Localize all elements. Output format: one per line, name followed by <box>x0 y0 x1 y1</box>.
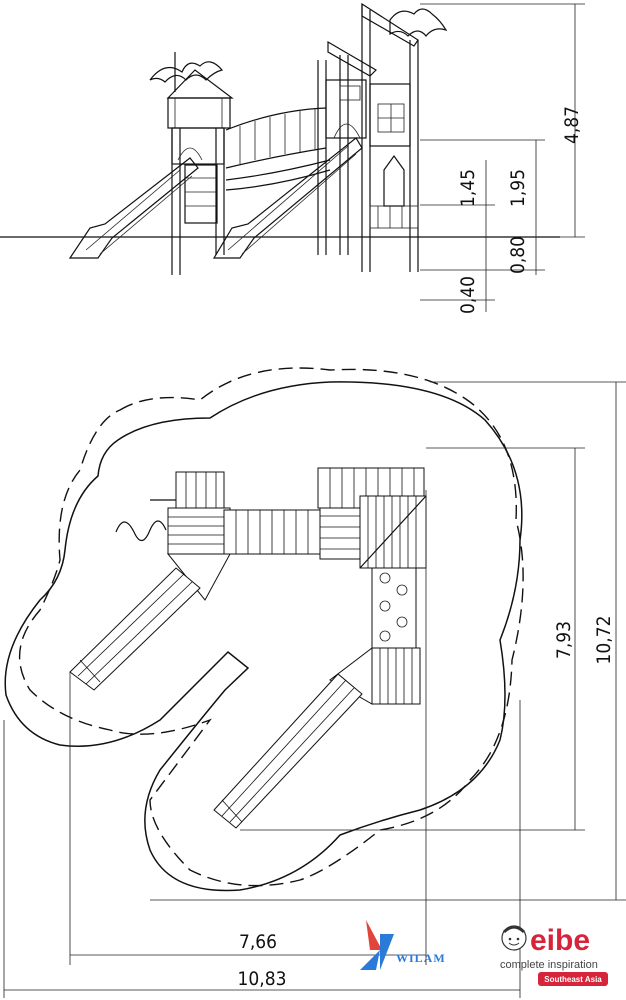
eibe-badge <box>538 972 608 986</box>
towers-plan <box>317 467 427 705</box>
slide-left-plan <box>69 567 201 691</box>
outer-width-label: 10,83 <box>238 968 287 990</box>
elevation-view: 4,87 1,45 1,95 0,80 0,40 <box>0 2 585 314</box>
overall-height-label: 4,87 <box>561 106 583 144</box>
height-4-label: 0,40 <box>457 276 479 314</box>
palm-roof-right <box>389 8 448 37</box>
palm-roof-left <box>149 61 224 83</box>
eibe-brand-text: eibe <box>530 924 590 957</box>
slide-middle-elevation <box>212 137 363 259</box>
slide-middle-plan <box>213 673 363 829</box>
middle-tower <box>317 40 377 255</box>
inner-depth-label: 7,93 <box>553 621 575 659</box>
eibe-tagline: complete inspiration <box>500 959 598 971</box>
height-3-label: 0,80 <box>507 236 529 274</box>
eibe-logo: eibe complete inspiration Southeast Asia <box>500 924 608 986</box>
plan-view: 7,93 10,72 7,66 10,83 <box>3 367 626 998</box>
outer-depth-label: 10,72 <box>593 616 615 665</box>
left-tower-plan <box>115 471 231 601</box>
wilam-logo: WILAM <box>360 920 446 970</box>
wilam-logo-mark <box>366 920 382 950</box>
bridge-elevation <box>225 107 331 191</box>
wilam-logo-text: WILAM <box>396 951 446 965</box>
height-2-label: 1,95 <box>507 169 529 207</box>
elevation-dimensions <box>420 3 585 312</box>
left-tower <box>149 52 234 275</box>
bridge-plan <box>223 504 363 560</box>
height-1-label: 1,45 <box>457 169 479 207</box>
climbing-wall <box>371 567 417 649</box>
free-space-dashed-outline <box>18 367 524 887</box>
right-tower <box>361 2 448 272</box>
plan-dimensions <box>3 381 626 998</box>
eibe-badge-text: Southeast Asia <box>544 975 602 984</box>
inner-width-label: 7,66 <box>239 931 277 953</box>
slide-left-elevation <box>68 157 199 259</box>
safety-area-outline <box>4 381 523 892</box>
squiggle-bar <box>115 520 167 542</box>
